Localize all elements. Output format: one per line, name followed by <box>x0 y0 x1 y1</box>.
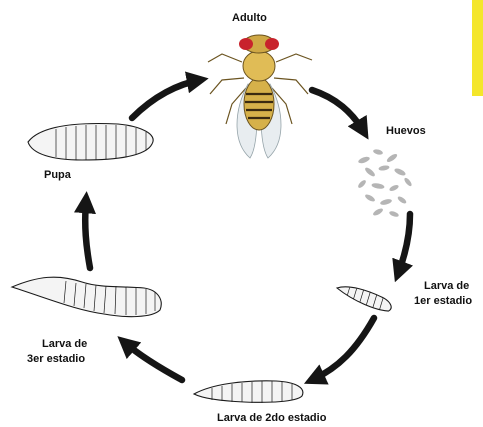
larva1-label-line2: 1er estadio <box>414 295 472 307</box>
arrow-larva2-to-larva3 <box>124 342 182 380</box>
arrow-larva1-to-larva2 <box>312 318 374 380</box>
arrow-eggs-to-larva1 <box>398 214 410 274</box>
right-eye-icon <box>265 38 279 50</box>
second-instar-larva-illustration <box>194 381 303 403</box>
arrow-adult-to-eggs <box>312 90 364 132</box>
pupa-label: Pupa <box>44 169 72 181</box>
larva1-label-line1: Larva de <box>424 280 469 292</box>
arrow-larva3-to-pupa <box>85 200 90 268</box>
larva3-label-line2: 3er estadio <box>27 353 85 365</box>
larva3-label-line1: Larva de <box>42 338 87 350</box>
first-instar-larva-illustration <box>335 282 394 313</box>
pupa-illustration <box>28 124 153 160</box>
third-instar-larva-illustration <box>12 277 161 316</box>
arrow-pupa-to-adult <box>132 80 200 118</box>
eggs-illustration <box>357 148 413 217</box>
larva2-label: Larva de 2do estadio <box>217 412 327 424</box>
accent-bar <box>472 0 483 96</box>
adulto-label: Adulto <box>232 12 267 24</box>
huevos-label: Huevos <box>386 125 426 137</box>
adult-fly-illustration <box>208 35 312 158</box>
left-eye-icon <box>239 38 253 50</box>
